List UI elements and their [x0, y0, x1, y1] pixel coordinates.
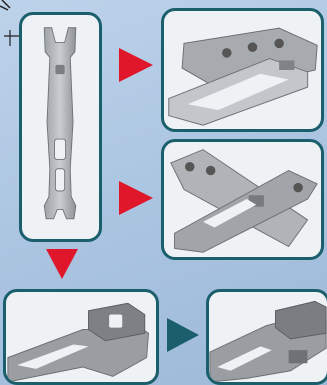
panel-jaw-closeup-2 [206, 289, 327, 385]
wrench-jaw-icon [6, 292, 156, 382]
panel-plate-step-2 [161, 139, 324, 260]
red-arrow-down-icon [46, 249, 78, 279]
metal-plates-icon [164, 11, 321, 129]
panel-jaw-closeup [3, 289, 159, 385]
wrench-jaw-cropped-icon [209, 292, 327, 382]
teal-arrow-right-icon [167, 318, 199, 352]
arrow-to-jaw [46, 249, 78, 279]
arrow-to-step-2 [119, 181, 153, 215]
metal-plates-crossed-icon [164, 142, 321, 257]
arrow-to-jaw-2 [167, 318, 199, 352]
panel-wrench-tool [19, 12, 102, 242]
wrench-tool-icon [22, 15, 99, 239]
red-arrow-right-icon [119, 181, 153, 215]
arrow-to-step-1 [119, 48, 153, 82]
red-arrow-right-icon [119, 48, 153, 82]
panel-plate-step-1 [161, 8, 324, 132]
